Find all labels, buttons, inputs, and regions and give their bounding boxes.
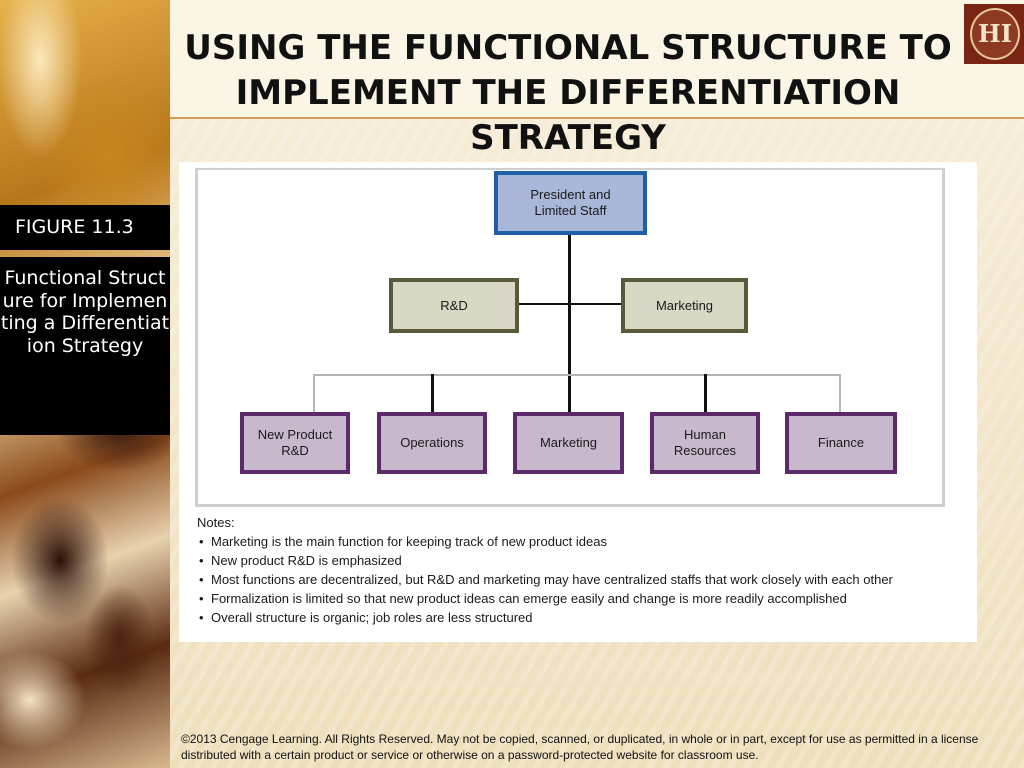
copyright-footer: ©2013 Cengage Learning. All Rights Reser… — [181, 732, 979, 762]
org-box-line: Marketing — [539, 435, 598, 450]
org-box-human-resources: Human Resources — [650, 412, 760, 474]
org-box-staff-marketing-label: Marketing — [655, 297, 714, 313]
note-item: Overall structure is organic; job roles … — [199, 608, 967, 627]
figure-caption: Functional Structure for Implementing a … — [0, 257, 170, 435]
logo-seal: HI — [970, 8, 1020, 60]
org-box-line: Human — [684, 427, 726, 442]
org-box-staff-rd-label: R&D — [440, 297, 468, 313]
org-box-staff-rd: R&D — [389, 278, 519, 333]
slide-title: USING THE FUNCTIONAL STRUCTURE TO IMPLEM… — [184, 28, 952, 158]
connector-drop-human-resources — [704, 374, 707, 412]
org-box-operations: Operations — [377, 412, 487, 474]
org-box-line: R&D — [281, 443, 309, 458]
connector-trunk — [568, 234, 571, 412]
notes-list: Marketing is the main function for keepi… — [197, 532, 967, 627]
connector-drop-finance — [839, 374, 841, 412]
org-box-line: Resources — [673, 443, 737, 458]
notes-heading: Notes: — [197, 515, 235, 530]
note-item: Formalization is limited so that new pro… — [199, 589, 967, 608]
publisher-logo: HI — [964, 4, 1024, 64]
connector-drop-new-product — [313, 374, 315, 412]
chart-frame — [195, 168, 945, 507]
org-box-president-line2: Limited Staff — [534, 203, 607, 218]
org-box-new-product-rd: New Product R&D — [240, 412, 350, 474]
org-box-line: Operations — [400, 435, 464, 450]
org-box-finance: Finance — [785, 412, 897, 474]
logo-monogram: HI — [978, 19, 1012, 48]
figure-label: FIGURE 11.3 — [0, 205, 170, 250]
title-divider — [170, 117, 1024, 119]
note-item: Most functions are decentralized, but R&… — [199, 570, 967, 589]
connector-drop-operations — [431, 374, 434, 412]
note-item: New product R&D is emphasized — [199, 551, 967, 570]
note-item: Marketing is the main function for keepi… — [199, 532, 967, 551]
connector-staff — [517, 303, 623, 305]
org-box-president: President and Limited Staff — [494, 171, 647, 235]
org-box-line: Finance — [817, 435, 865, 450]
org-box-marketing: Marketing — [513, 412, 624, 474]
org-box-line: New Product — [257, 427, 333, 442]
org-box-president-line1: President and — [530, 187, 611, 202]
chart-notes: Notes: Marketing is the main function fo… — [197, 513, 967, 627]
title-band — [170, 0, 1024, 118]
org-chart-figure: President and Limited Staff R&D Marketin… — [179, 162, 977, 642]
org-box-staff-marketing: Marketing — [621, 278, 748, 333]
connector-functions-bus — [313, 374, 841, 376]
